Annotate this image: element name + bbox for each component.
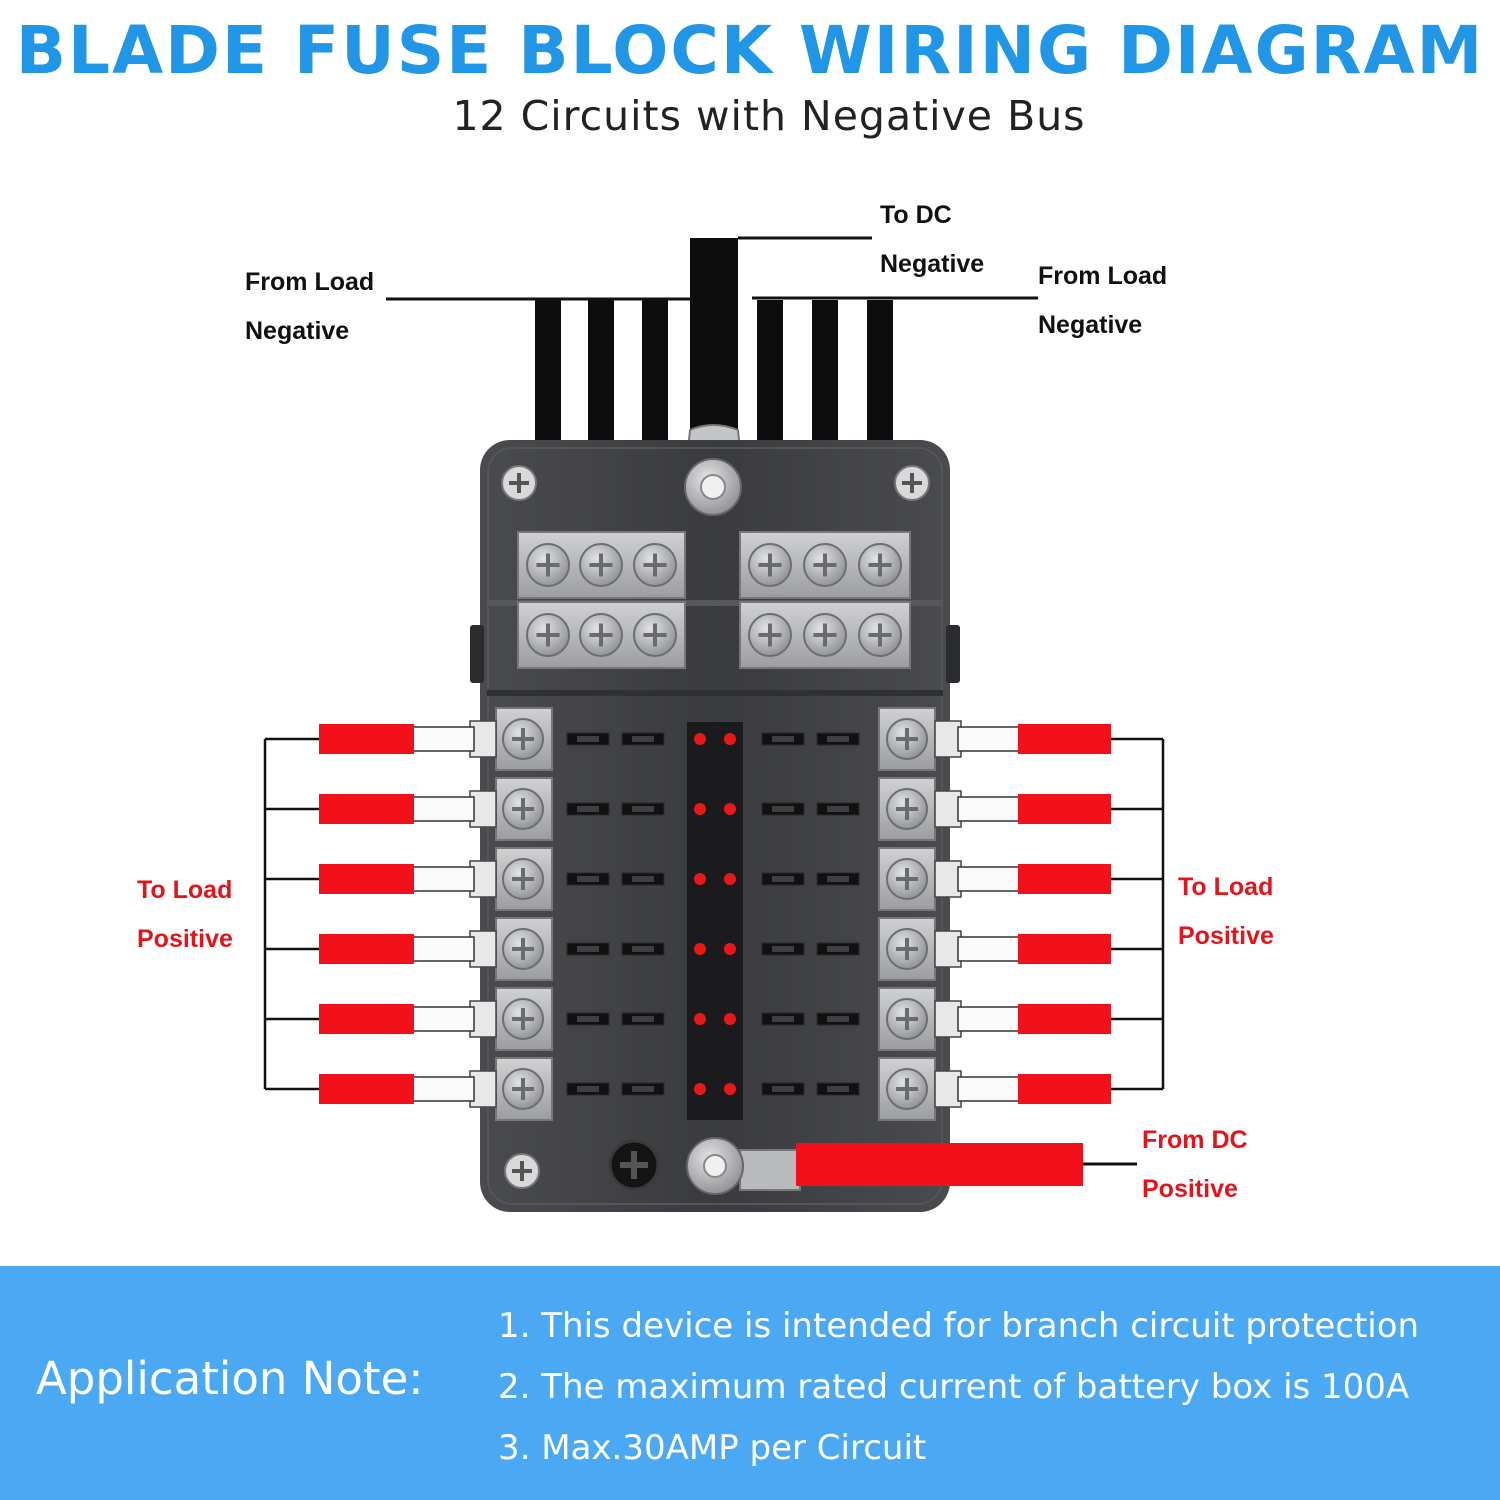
fuse-block-diagram bbox=[263, 236, 1165, 1212]
wire-ferrule bbox=[957, 726, 1021, 752]
indicator-led bbox=[724, 873, 736, 885]
terminal-lug bbox=[934, 790, 962, 828]
application-note-panel: Application Note: 1. This device is inte… bbox=[0, 1266, 1500, 1500]
mounting-screws bbox=[501, 465, 930, 1191]
indicator-led bbox=[694, 1013, 706, 1025]
page-title: BLADE FUSE BLOCK WIRING DIAGRAM bbox=[15, 12, 1485, 89]
wire-ferrule bbox=[957, 866, 1021, 892]
fuse-slots bbox=[566, 732, 860, 1096]
negative-wire bbox=[812, 300, 838, 465]
terminal-lug bbox=[934, 930, 962, 968]
indicator-led bbox=[694, 733, 706, 745]
wire-ferrule bbox=[411, 866, 475, 892]
wire-ferrule bbox=[957, 1006, 1021, 1032]
indicator-led bbox=[724, 803, 736, 815]
indicator-led bbox=[724, 733, 736, 745]
positive-wire bbox=[1018, 724, 1111, 754]
terminal-lug bbox=[934, 720, 962, 758]
indicator-led bbox=[724, 943, 736, 955]
wire-ferrule bbox=[411, 936, 475, 962]
negative-wire bbox=[642, 300, 668, 465]
dc-positive-input bbox=[686, 1137, 1137, 1195]
negative-wire bbox=[535, 300, 561, 465]
positive-wire bbox=[1018, 934, 1111, 964]
application-note-item: 2. The maximum rated current of battery … bbox=[498, 1367, 1410, 1407]
wire-ferrule bbox=[411, 1076, 475, 1102]
positive-wire bbox=[1018, 864, 1111, 894]
application-note-list: 1. This device is intended for branch ci… bbox=[498, 1296, 1419, 1479]
wire-ferrule bbox=[411, 1006, 475, 1032]
dc-negative-cable bbox=[690, 238, 738, 438]
positive-wire bbox=[319, 1004, 414, 1034]
wire-ferrule bbox=[957, 1076, 1021, 1102]
application-note-item: 3. Max.30AMP per Circuit bbox=[498, 1428, 927, 1468]
positive-wire bbox=[1018, 1074, 1111, 1104]
negative-bus-bars bbox=[517, 531, 911, 669]
negative-wire bbox=[588, 300, 614, 465]
indicator-led bbox=[694, 803, 706, 815]
application-note-heading: Application Note: bbox=[36, 1352, 424, 1405]
positive-wire bbox=[1018, 794, 1111, 824]
positive-wire bbox=[1018, 1004, 1111, 1034]
indicator-led bbox=[694, 943, 706, 955]
indicator-leds bbox=[694, 733, 736, 1095]
positive-wire bbox=[319, 864, 414, 894]
terminal-lug bbox=[934, 860, 962, 898]
indicator-led bbox=[694, 873, 706, 885]
indicator-led bbox=[724, 1083, 736, 1095]
positive-wire bbox=[319, 934, 414, 964]
indicator-led bbox=[724, 1013, 736, 1025]
positive-wire bbox=[319, 724, 414, 754]
positive-wire bbox=[319, 1074, 414, 1104]
negative-wire bbox=[757, 300, 783, 465]
terminal-lug bbox=[934, 1070, 962, 1108]
wire-ferrule bbox=[957, 796, 1021, 822]
terminal-lug bbox=[934, 1000, 962, 1038]
indicator-strip bbox=[687, 722, 743, 1120]
indicator-led bbox=[694, 1083, 706, 1095]
wire-ferrule bbox=[411, 726, 475, 752]
wire-ferrule bbox=[957, 936, 1021, 962]
label-leaders bbox=[386, 236, 1038, 301]
application-note-item: 1. This device is intended for branch ci… bbox=[498, 1306, 1420, 1346]
dc-positive-cable bbox=[796, 1143, 1083, 1186]
page-subtitle: 12 Circuits with Negative Bus bbox=[452, 92, 1086, 140]
positive-output-wires bbox=[263, 720, 1165, 1108]
wire-ferrule bbox=[411, 796, 475, 822]
dc-negative-stud bbox=[684, 458, 742, 516]
positive-wire bbox=[319, 794, 414, 824]
negative-wire bbox=[867, 300, 893, 465]
positive-terminals bbox=[495, 707, 936, 1121]
